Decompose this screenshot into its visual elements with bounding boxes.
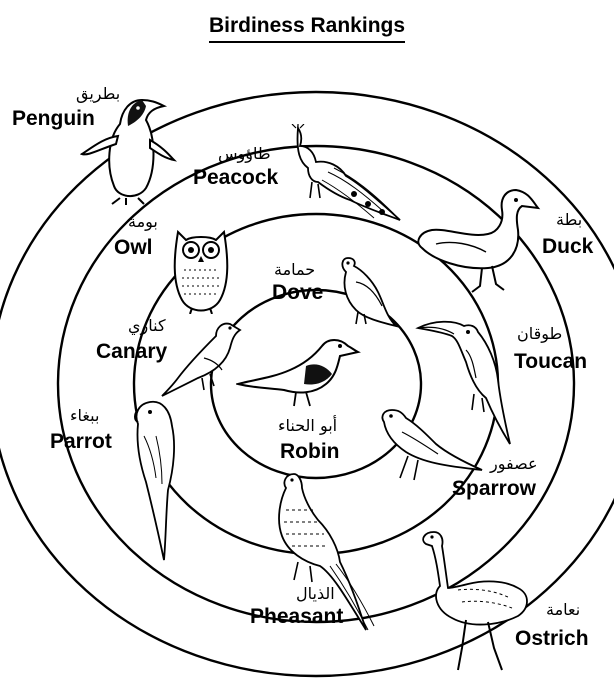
ostrich-label-ar: نعامة <box>546 602 580 618</box>
owl-label-en: Owl <box>114 237 153 258</box>
owl-label-ar: بومة <box>128 214 158 230</box>
owl-illustration <box>170 226 232 314</box>
peacock-label-en: Peacock <box>193 167 278 188</box>
duck-illustration <box>412 186 544 298</box>
dove-illustration <box>334 252 402 330</box>
sparrow-label-en: Sparrow <box>452 478 536 499</box>
robin-label-en: Robin <box>280 441 339 462</box>
toucan-label-ar: طوقان <box>517 326 562 342</box>
dove-label-ar: حمامة <box>274 262 315 278</box>
canary-label-ar: كناري <box>128 318 166 334</box>
parrot-illustration <box>128 396 184 564</box>
ostrich-illustration <box>418 528 534 676</box>
robin-label-ar: أبو الحناء <box>278 418 337 434</box>
penguin-label-ar: بطريق <box>76 86 120 102</box>
robin-illustration <box>236 336 362 412</box>
sparrow-label-ar: عصفور <box>490 456 538 472</box>
penguin-illustration <box>80 94 180 206</box>
parrot-label-ar: ببغاء <box>70 408 99 424</box>
dove-label-en: Dove <box>272 282 323 303</box>
peacock-label-ar: طاؤوس <box>218 146 271 162</box>
ostrich-label-en: Ostrich <box>515 628 589 649</box>
peacock-illustration <box>288 124 408 228</box>
canary-illustration <box>160 318 244 400</box>
sparrow-illustration <box>378 404 486 486</box>
duck-label-ar: بطة <box>556 212 582 228</box>
canary-label-en: Canary <box>96 341 167 362</box>
toucan-label-en: Toucan <box>514 351 587 372</box>
duck-label-en: Duck <box>542 236 593 257</box>
parrot-label-en: Parrot <box>50 431 112 452</box>
pheasant-label-en: Pheasant <box>250 606 343 627</box>
pheasant-label-ar: الذيال <box>296 586 335 602</box>
penguin-label-en: Penguin <box>12 108 95 129</box>
